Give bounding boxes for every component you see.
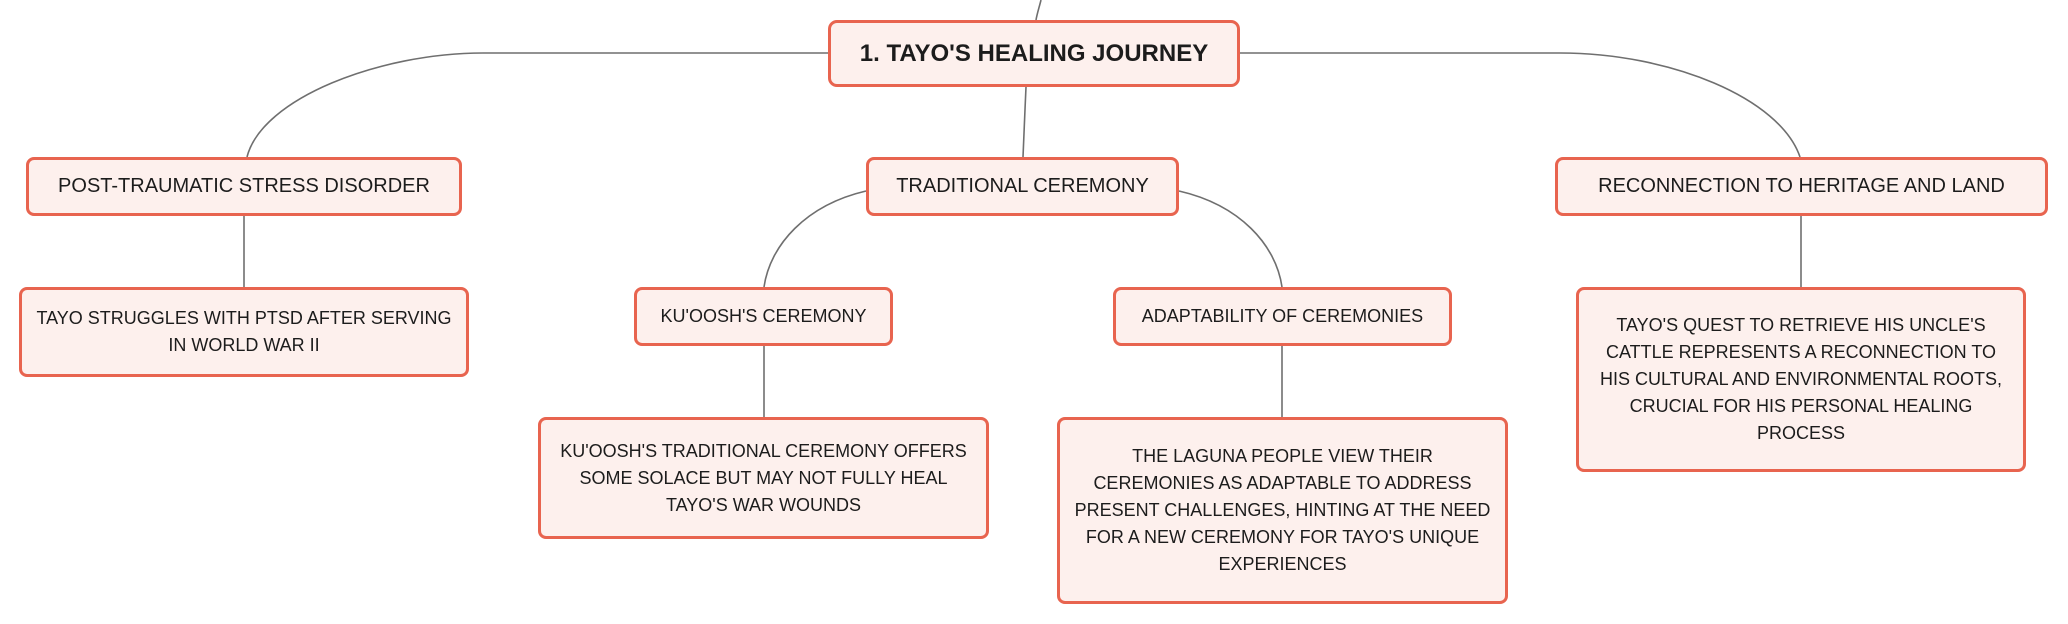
ptsd-node-label: Post-Traumatic Stress Disorder — [58, 175, 430, 197]
adaptability-detail-node[interactable]: The Laguna people view their ceremonies … — [1057, 417, 1508, 604]
ptsd-detail-text: Tayo struggles with PTSD after serving i… — [36, 308, 452, 355]
kuoosh-detail-text: Ku'oosh's traditional ceremony offers so… — [560, 440, 967, 515]
connector-root-to-heritage — [1240, 52, 1801, 158]
ceremony-node-label: Traditional Ceremony — [896, 175, 1149, 197]
heritage-detail-text: Tayo's quest to retrieve his uncle's cat… — [1599, 315, 2003, 443]
adaptability-label: Adaptability of Ceremonies — [1141, 306, 1424, 326]
kuoosh-ceremony-node[interactable]: Ku'oosh's Ceremony — [634, 287, 893, 346]
connector-ceremony-to-kuoosh — [763, 190, 867, 288]
ptsd-node[interactable]: Post-Traumatic Stress Disorder — [26, 157, 462, 216]
root-node-label: 1. Tayo's Healing Journey — [859, 39, 1209, 67]
ptsd-detail-node[interactable]: Tayo struggles with PTSD after serving i… — [19, 287, 469, 377]
ceremony-node[interactable]: Traditional Ceremony — [866, 157, 1179, 216]
connector-root-to-ceremony — [1022, 86, 1027, 158]
connector-parent-to-root — [1035, 0, 1042, 21]
connector-root-to-ptsd — [246, 52, 828, 158]
heritage-node[interactable]: Reconnection to Heritage and Land — [1555, 157, 2048, 216]
root-node[interactable]: 1. Tayo's Healing Journey — [828, 20, 1240, 87]
heritage-node-label: Reconnection to Heritage and Land — [1598, 175, 2005, 197]
adaptability-node[interactable]: Adaptability of Ceremonies — [1113, 287, 1452, 346]
heritage-detail-node[interactable]: Tayo's quest to retrieve his uncle's cat… — [1576, 287, 2026, 472]
connector-ceremony-to-adaptability — [1178, 190, 1283, 288]
kuoosh-detail-node[interactable]: Ku'oosh's traditional ceremony offers so… — [538, 417, 989, 539]
adaptability-detail-text: The Laguna people view their ceremonies … — [1074, 446, 1491, 574]
kuoosh-ceremony-label: Ku'oosh's Ceremony — [660, 306, 867, 326]
